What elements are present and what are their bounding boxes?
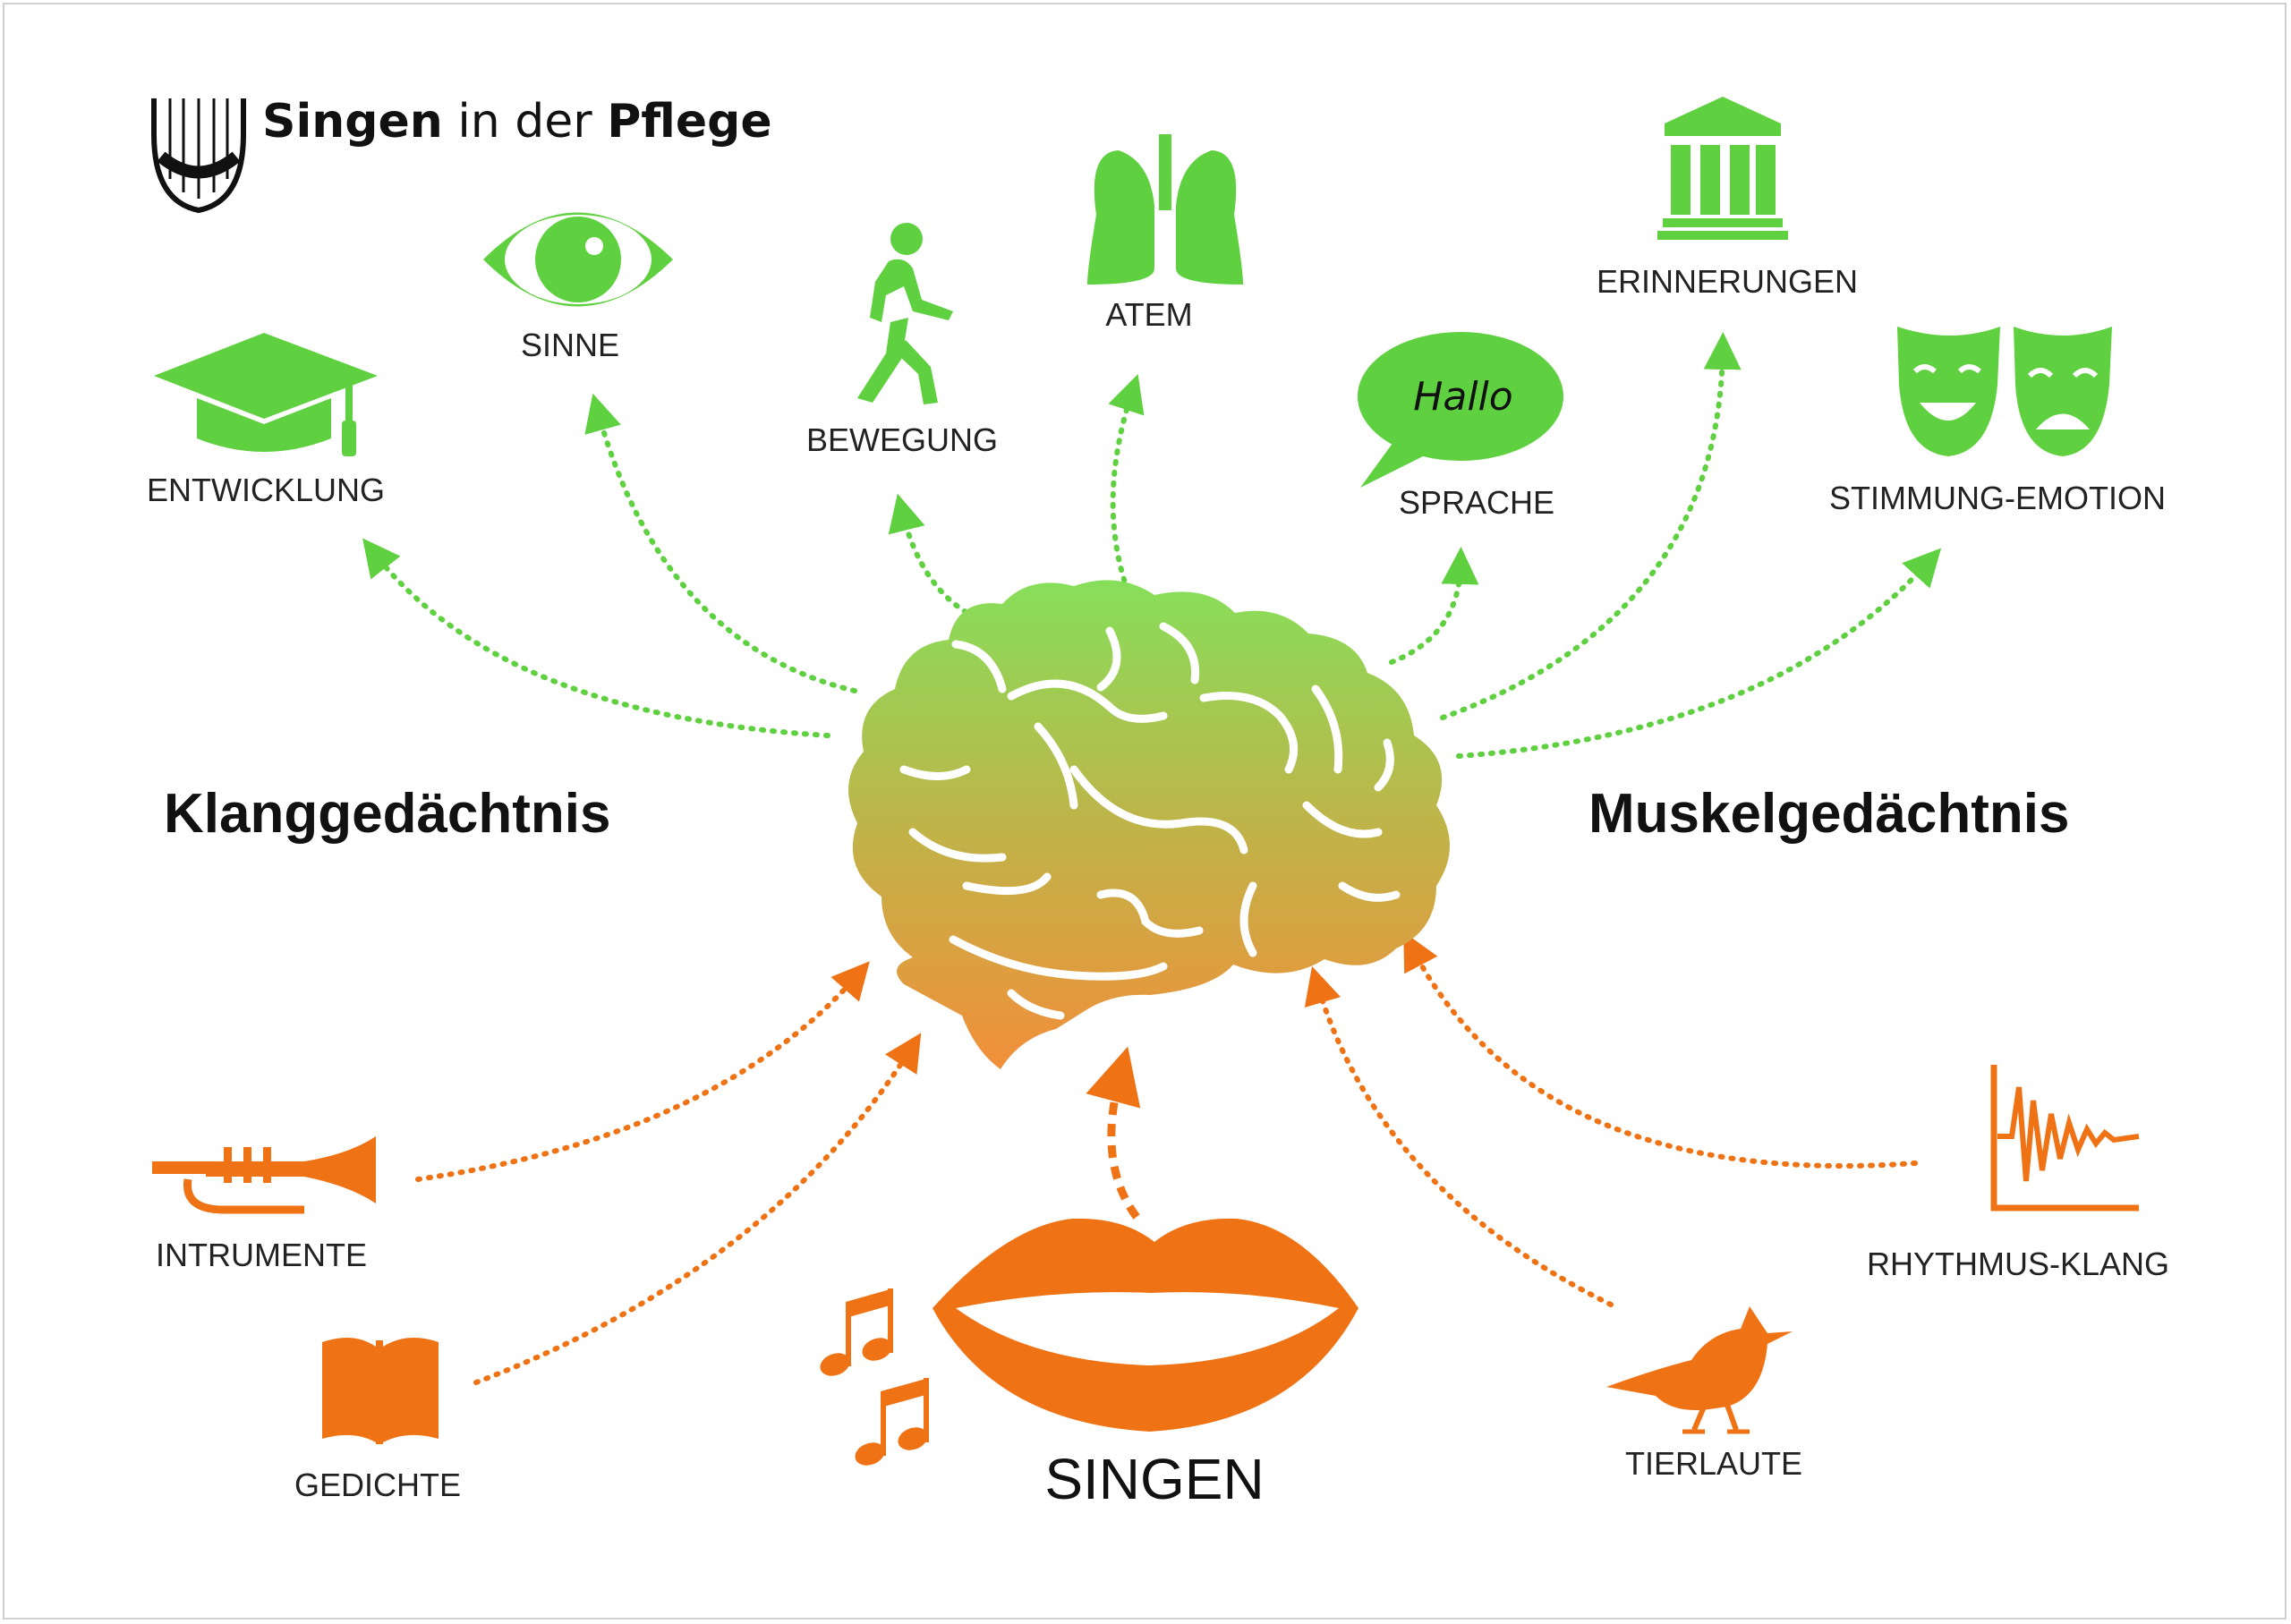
page-frame (3, 3, 2287, 1620)
label-entwicklung: ENTWICKLUNG (147, 472, 385, 508)
graduation-cap-icon (154, 333, 378, 456)
output-arrows (362, 332, 1942, 759)
arrow-to-stimmung (1456, 548, 1942, 759)
title-part1: Singen (262, 95, 443, 149)
lyre-icon (151, 98, 246, 214)
label-tierlaute: TIERLAUTE (1625, 1445, 1802, 1482)
arrow-to-sprache (1389, 547, 1479, 665)
arrow-to-erinnerungen (1440, 332, 1742, 720)
label-atem: ATEM (1105, 296, 1192, 333)
title-part3: Pflege (607, 95, 771, 149)
input-arrows (415, 931, 1918, 1385)
arrow-to-sinne (584, 393, 857, 693)
walking-person-icon (857, 223, 953, 404)
arrow-from-instrumente (415, 961, 870, 1182)
arrow-to-atem (1108, 374, 1145, 593)
trumpet-icon (152, 1136, 376, 1214)
app-title: Singen in der Pflege (262, 95, 772, 149)
arrow-to-bewegung (888, 493, 978, 620)
label-bewegung: BEWEGUNG (806, 421, 998, 458)
sound-memory-label: Klanggedächtnis (164, 783, 611, 845)
book-icon (322, 1338, 439, 1444)
arrow-from-tierlaute (1304, 965, 1614, 1307)
lungs-icon (1087, 134, 1243, 285)
bird-icon (1606, 1306, 1793, 1434)
speech-bubble-icon: Hallo (1358, 332, 1563, 488)
label-gedichte: GEDICHTE (294, 1467, 461, 1503)
speech-bubble-text: Hallo (1413, 374, 1512, 420)
label-singen: SINGEN (1044, 1447, 1264, 1511)
label-stimmung-emotion: STIMMUNG-EMOTION (1829, 480, 2166, 516)
lips-icon (933, 1218, 1358, 1432)
arrow-from-rhythmus (1403, 931, 1918, 1169)
theater-masks-icon (1897, 327, 2112, 456)
eye-icon (483, 212, 673, 307)
arrow-from-singen (1086, 1046, 1141, 1220)
arrow-to-entwicklung (362, 538, 830, 738)
waveform-icon (1990, 1065, 2140, 1212)
label-intrumente: INTRUMENTE (156, 1237, 367, 1273)
label-rhythmus-klang: RHYTHMUS-KLANG (1867, 1246, 2169, 1282)
music-notes-icon (820, 1288, 929, 1466)
museum-building-icon (1657, 97, 1788, 240)
arrow-from-gedichte (473, 1033, 922, 1385)
title-part2: in der (457, 95, 592, 149)
label-sprache: SPRACHE (1399, 484, 1554, 521)
label-erinnerungen: ERINNERUNGEN (1597, 263, 1858, 300)
brain-icon (848, 580, 1450, 1069)
muscle-memory-label: Muskelgedächtnis (1588, 783, 2069, 845)
label-sinne: SINNE (521, 327, 619, 363)
